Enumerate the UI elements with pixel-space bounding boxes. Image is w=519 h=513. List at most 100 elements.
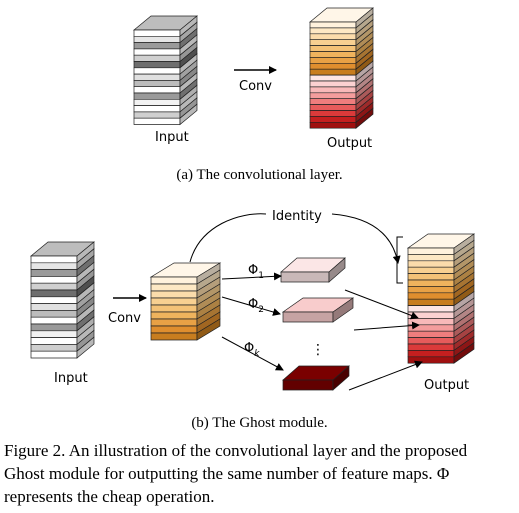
feature-map-layer: [150, 297, 198, 306]
phi-2-arrow: [221, 296, 281, 316]
panel-a: Conv Input Output (a) The convolutional …: [133, 7, 374, 183]
feature-map-layer: [30, 330, 78, 338]
identity-label: Identity: [272, 209, 322, 224]
feature-map-layer: [150, 290, 198, 299]
feature-map-layer: [309, 21, 357, 29]
ghost-map-1-front: [280, 271, 330, 283]
feature-map-layer: [30, 344, 78, 352]
feature-map-layer: [407, 298, 455, 306]
ghost-module-figure: Conv Input Output (a) The convolutional …: [30, 7, 476, 431]
feature-map-layer: [150, 318, 198, 327]
feature-map-layer: [309, 98, 357, 105]
ghost-map-2-side: [332, 297, 354, 323]
feature-map-layer: [30, 269, 78, 277]
figure-caption-line-3: represents the cheap operation.: [4, 487, 215, 506]
panel-a-input-stack: [133, 15, 198, 126]
feature-map-layer: [150, 276, 198, 285]
feature-map-layer: [30, 350, 78, 359]
feature-map-layer: [133, 117, 181, 125]
phi-k-label: Φk: [244, 341, 260, 359]
feature-map-layer: [133, 42, 181, 50]
figure-caption-line-2: Ghost module for outputting the same num…: [4, 464, 450, 483]
feature-map-layer: [30, 316, 78, 325]
feature-map-layer: [133, 67, 181, 75]
feature-map-layer: [309, 80, 357, 88]
identity-bracket: [396, 236, 403, 284]
feature-map-layer: [133, 105, 181, 113]
feature-map-layer: [309, 92, 357, 100]
panel-b-input-stack: [30, 241, 95, 359]
panel-b-input-label: Input: [54, 371, 88, 386]
feature-map-layer: [407, 260, 455, 268]
feature-map-layer: [309, 45, 357, 52]
phi-k-arrow: [221, 336, 284, 371]
feature-map-layer: [309, 57, 357, 64]
feature-map-layer: [133, 48, 181, 56]
feature-map-layer-side: [179, 103, 198, 126]
ghost-ellipsis: ⋮: [311, 342, 325, 358]
feature-map-layer-side: [76, 336, 95, 359]
feature-map-layer: [133, 61, 181, 69]
identity-curve-left: [189, 213, 267, 263]
feature-map-layer: [150, 283, 198, 292]
ghost-1-to-output-arrow: [344, 289, 419, 320]
feature-map-layer: [30, 255, 78, 264]
feature-map-layer: [407, 279, 455, 287]
ghost-map-2-front: [282, 311, 334, 323]
feature-map-layer: [133, 80, 181, 88]
phi-2-label: Φ2: [248, 297, 264, 315]
feature-map-layer: [407, 356, 455, 364]
feature-map-layer: [133, 29, 181, 37]
feature-map-layer-side: [196, 318, 221, 341]
feature-map-layer: [30, 303, 78, 311]
feature-map-layer: [30, 323, 78, 332]
feature-map-layer: [407, 266, 455, 274]
panel-a-input-label: Input: [155, 130, 189, 145]
feature-map-layer: [407, 292, 455, 300]
feature-map-layer: [133, 54, 181, 62]
panel-b-subcaption: (b) The Ghost module.: [191, 415, 327, 431]
feature-map-layer: [407, 273, 455, 281]
feature-map-layer-side: [453, 342, 475, 364]
phi-1-arrow: [221, 272, 282, 281]
feature-map-layer: [407, 350, 455, 358]
feature-map-layer: [150, 311, 198, 320]
feature-map-layer: [309, 121, 357, 129]
feature-map-layer: [133, 98, 181, 106]
feature-map-layer: [150, 304, 198, 313]
feature-map-layer: [407, 286, 455, 294]
feature-map-layer: [30, 262, 78, 270]
feature-map-layer: [407, 337, 455, 345]
panel-b: Conv Identity Φ1 Φ2 Φk ⋮ Input Output (b…: [30, 209, 476, 431]
feature-map-layer: [309, 51, 357, 58]
feature-map-layer: [407, 311, 455, 319]
feature-map-layer: [309, 86, 357, 94]
feature-map-layer: [133, 92, 181, 100]
feature-map-layer: [407, 318, 455, 326]
feature-map-layer: [133, 73, 181, 81]
feature-map-layer: [309, 39, 357, 46]
feature-map-layer: [309, 110, 357, 117]
feature-map-layer: [133, 35, 181, 43]
panel-a-output-label: Output: [327, 136, 372, 151]
figure-caption-line-1: Figure 2. An illustration of the convolu…: [4, 441, 468, 460]
ghost-map-1-side: [328, 257, 346, 283]
panel-a-subcaption: (a) The convolutional layer.: [176, 167, 342, 183]
feature-map-layer: [133, 86, 181, 94]
feature-map-layer: [309, 104, 357, 111]
panel-b-output-label: Output: [424, 378, 469, 393]
panel-b-conv-label: Conv: [108, 311, 141, 326]
feature-map-layer: [309, 116, 357, 123]
panel-b-intrinsic-stack: [149, 262, 222, 341]
feature-map-layer: [309, 74, 357, 82]
feature-map-layer: [30, 337, 78, 345]
feature-map-layer: [309, 27, 357, 35]
feature-map-layer: [309, 33, 357, 41]
feature-map-layer: [407, 247, 455, 255]
feature-map-layer: [309, 62, 357, 70]
feature-map-layer: [407, 330, 455, 338]
feature-map-layer: [407, 305, 455, 313]
feature-map-layer: [133, 111, 181, 119]
panel-a-conv-label: Conv: [239, 79, 272, 94]
feature-map-layer: [30, 310, 78, 318]
